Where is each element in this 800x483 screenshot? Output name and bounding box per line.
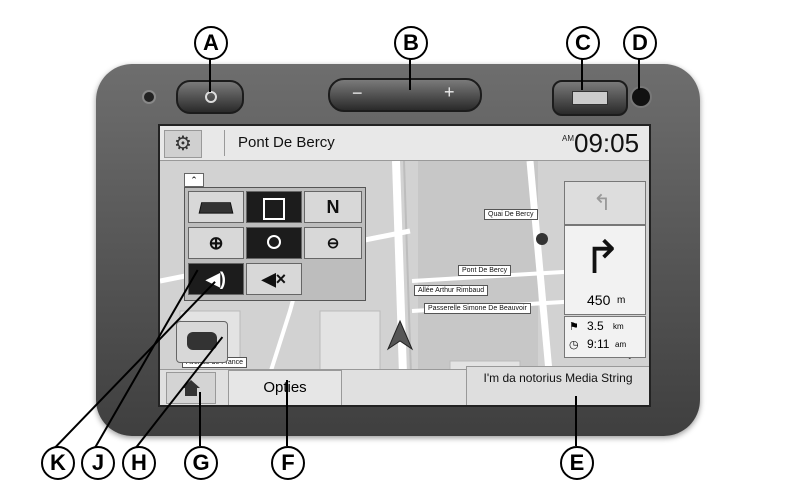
- poi-marker-icon: [536, 233, 548, 245]
- trip-summary[interactable]: ⚑ 3.5 km ◷ 9:11 am: [564, 316, 646, 358]
- clock: 09:05: [574, 128, 640, 158]
- north-up-button[interactable]: N: [304, 191, 362, 223]
- chevron-up-icon[interactable]: ⌃: [184, 173, 204, 187]
- leader-line-e: [575, 396, 577, 446]
- zoom-auto-button[interactable]: [246, 227, 302, 259]
- position-arrow-icon: [386, 319, 414, 351]
- callout-a: A: [194, 26, 228, 60]
- turn-distance: 450: [587, 292, 611, 308]
- voice-on-button[interactable]: ◀): [188, 263, 244, 295]
- mute-icon: ◀×: [261, 269, 287, 289]
- map-2d-icon: [263, 198, 285, 220]
- next-turn-button[interactable]: ↰: [564, 181, 646, 225]
- voice-mute-button[interactable]: ◀×: [246, 263, 302, 295]
- callout-g: G: [184, 446, 218, 480]
- map-view[interactable]: Quai De Bercy Pont De Bercy Allée Arthur…: [160, 161, 649, 405]
- leader-line-b: [409, 58, 411, 90]
- leader-line-c: [581, 58, 583, 90]
- leader-line-f: [286, 380, 288, 446]
- zoom-in-icon: ⊕: [208, 233, 224, 253]
- callout-d: D: [623, 26, 657, 60]
- north-icon: N: [326, 197, 340, 217]
- flag-icon: ⚑: [569, 321, 579, 333]
- traffic-icon: [187, 332, 217, 350]
- callout-c: C: [566, 26, 600, 60]
- audio-jack[interactable]: [630, 86, 652, 108]
- turn-instruction[interactable]: ↱ 450 m: [564, 225, 646, 315]
- remaining-distance-unit: km: [613, 322, 624, 331]
- road-3d-icon: [198, 202, 234, 214]
- media-text: I'm da notorius Media String: [483, 371, 633, 385]
- turn-left-icon: ↰: [593, 190, 612, 215]
- callout-f: F: [271, 446, 305, 480]
- callout-j: J: [81, 446, 115, 480]
- callout-e: E: [560, 446, 594, 480]
- eta-unit: am: [615, 340, 627, 349]
- zoom-in-button[interactable]: ⊕: [188, 227, 244, 259]
- volume-down-button[interactable]: −: [352, 83, 363, 103]
- volume-rocker[interactable]: − +: [328, 78, 482, 112]
- turn-right-icon: ↱: [583, 231, 622, 283]
- eta-time: 9:11: [587, 337, 610, 351]
- housing-screw-icon: [142, 90, 156, 104]
- clock-ampm: AM: [562, 134, 574, 143]
- volume-up-button[interactable]: +: [444, 82, 455, 102]
- map-label-pont: Pont De Bercy: [458, 265, 512, 276]
- zoom-out-button[interactable]: ⊖: [304, 227, 362, 259]
- map-label-passerelle: Passerelle Simone De Beauvoir: [424, 303, 531, 314]
- callout-h: H: [122, 446, 156, 480]
- usb-port[interactable]: [552, 80, 628, 116]
- remaining-distance: 3.5: [587, 319, 604, 333]
- status-bar: ⚙ Pont De Bercy AM 09:05: [160, 126, 649, 161]
- map-label-allee: Allée Arthur Rimbaud: [414, 285, 489, 296]
- media-info[interactable]: I'm da notorius Media String: [466, 366, 649, 405]
- options-button[interactable]: Opties: [228, 370, 342, 405]
- options-label: Opties: [263, 379, 307, 396]
- leader-line-g: [199, 392, 201, 446]
- callout-b: B: [394, 26, 428, 60]
- search-icon: [267, 235, 281, 249]
- callout-k: K: [41, 446, 75, 480]
- leader-line-d: [638, 58, 640, 90]
- traffic-button[interactable]: [176, 321, 228, 363]
- current-street: Pont De Bercy: [238, 134, 335, 151]
- usb-icon: [572, 91, 608, 105]
- map-label-quai: Quai De Bercy: [484, 209, 538, 220]
- turn-distance-unit: m: [617, 295, 626, 306]
- view-3d-button[interactable]: [188, 191, 244, 223]
- clock-icon: ◷: [569, 339, 579, 351]
- power-icon: [205, 91, 217, 103]
- view-2d-button[interactable]: [246, 191, 302, 223]
- leader-line-a: [209, 58, 211, 92]
- zoom-out-icon: ⊖: [326, 235, 340, 252]
- screen: ⚙ Pont De Bercy AM 09:05 Quai De Bercy P…: [158, 124, 651, 407]
- gear-icon[interactable]: ⚙: [164, 130, 202, 158]
- header-divider: [224, 130, 225, 156]
